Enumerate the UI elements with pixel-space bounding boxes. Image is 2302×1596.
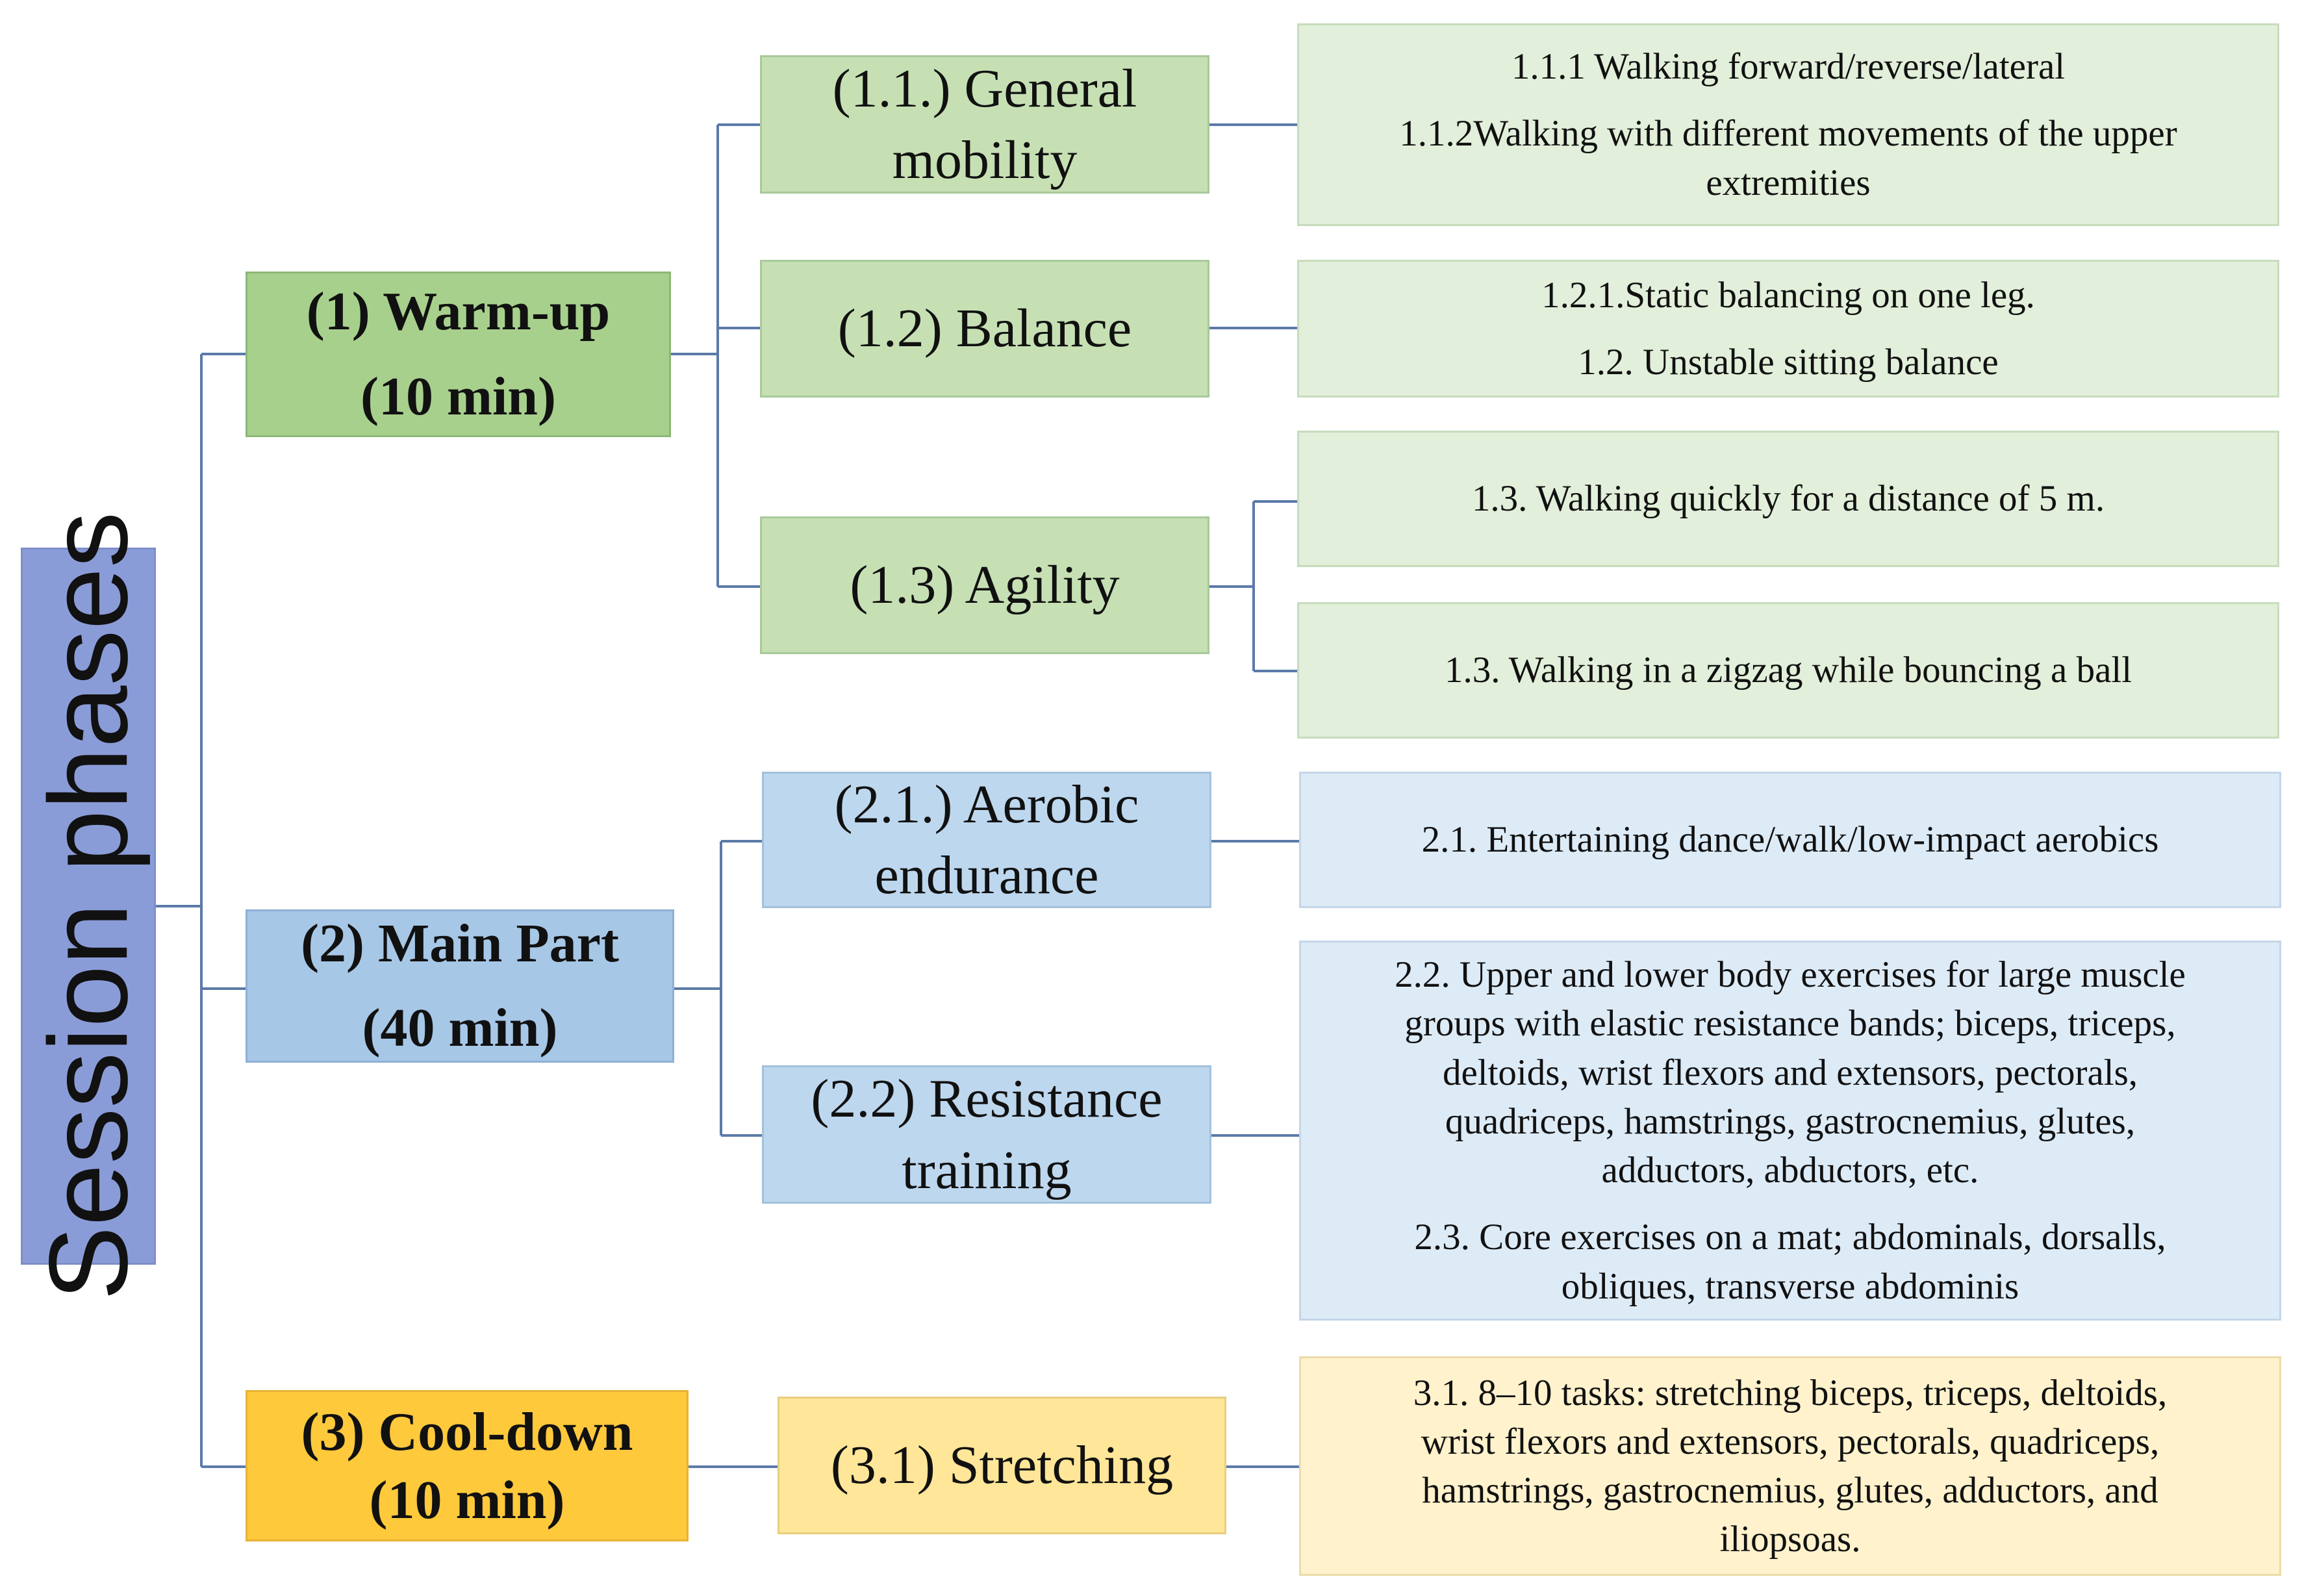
activity-balance: 1.2.1.Static balancing on one leg. 1.2. … bbox=[1297, 260, 2279, 398]
activity-aerobic-item1: 2.1. Entertaining dance/walk/low-impact … bbox=[1421, 819, 2159, 861]
activity-mobility-item2-line1: 1.1.2Walking with different movements of… bbox=[1399, 113, 2177, 155]
session-phases-root: Session phases bbox=[21, 512, 156, 1300]
activity-stretching-line2: wrist flexors and extensors, pectorals, … bbox=[1421, 1421, 2160, 1462]
phase-warmup: (1) Warm-up (10 min) bbox=[246, 272, 671, 437]
activity-mobility-item1: 1.1.1 Walking forward/reverse/lateral bbox=[1511, 46, 2066, 88]
component-general-mobility-line2: mobility bbox=[892, 129, 1078, 190]
activity-agility-b-item1: 1.3. Walking in a zigzag while bouncing … bbox=[1444, 650, 2132, 691]
phase-main-duration: (40 min) bbox=[362, 998, 558, 1058]
phase-cooldown-duration: (10 min) bbox=[369, 1469, 565, 1530]
phase-warmup-title: (1) Warm-up bbox=[306, 281, 611, 342]
activity-core-line2: obliques, transverse abdominis bbox=[1561, 1265, 2019, 1307]
activity-resistance: 2.2. Upper and lower body exercises for … bbox=[1299, 941, 2281, 1321]
activity-agility-zigzag: 1.3. Walking in a zigzag while bouncing … bbox=[1297, 602, 2279, 739]
activity-resistance-line3: deltoids, wrist flexors and extensors, p… bbox=[1442, 1052, 2138, 1093]
activity-agility-a-item1: 1.3. Walking quickly for a distance of 5… bbox=[1471, 478, 2105, 520]
activity-core-line1: 2.3. Core exercises on a mat; abdominals… bbox=[1414, 1217, 2166, 1258]
component-balance-line1: (1.2) Balance bbox=[837, 298, 1132, 359]
activity-balance-item2: 1.2. Unstable sitting balance bbox=[1578, 342, 1999, 383]
session-phases-label: Session phases bbox=[26, 511, 151, 1301]
component-resistance-line1: (2.2) Resistance bbox=[811, 1069, 1163, 1130]
activity-stretching-line3: hamstrings, gastrocnemius, glutes, adduc… bbox=[1422, 1470, 2158, 1511]
activity-resistance-line5: adductors, abductors, etc. bbox=[1601, 1150, 1979, 1191]
component-stretching-line1: (3.1) Stretching bbox=[830, 1435, 1174, 1496]
component-agility: (1.3) Agility bbox=[760, 516, 1209, 654]
activity-balance-item1: 1.2.1.Static balancing on one leg. bbox=[1541, 274, 2035, 316]
activity-mobility-item2-line2: extremities bbox=[1706, 162, 1871, 203]
component-general-mobility-line1: (1.1.) General bbox=[832, 58, 1137, 120]
activity-agility-quick-walk: 1.3. Walking quickly for a distance of 5… bbox=[1297, 431, 2279, 567]
activity-stretching: 3.1. 8–10 tasks: stretching biceps, tric… bbox=[1299, 1356, 2281, 1576]
activity-resistance-line1: 2.2. Upper and lower body exercises for … bbox=[1395, 954, 2186, 996]
component-balance: (1.2) Balance bbox=[760, 260, 1209, 398]
phase-cooldown-title: (3) Cool-down bbox=[301, 1401, 633, 1462]
activity-stretching-line4: iliopsoas. bbox=[1719, 1519, 1861, 1560]
component-stretching: (3.1) Stretching bbox=[778, 1397, 1226, 1534]
activity-mobility: 1.1.1 Walking forward/reverse/lateral 1.… bbox=[1297, 23, 2279, 226]
component-aerobic-endurance: (2.1.) Aerobic endurance bbox=[762, 772, 1211, 908]
component-resistance-line2: training bbox=[902, 1139, 1072, 1200]
phase-main-part: (2) Main Part (40 min) bbox=[246, 909, 674, 1063]
activity-stretching-line1: 3.1. 8–10 tasks: stretching biceps, tric… bbox=[1413, 1372, 2168, 1413]
activity-aerobic: 2.1. Entertaining dance/walk/low-impact … bbox=[1299, 772, 2281, 908]
activity-resistance-line2: groups with elastic resistance bands; bi… bbox=[1404, 1003, 2176, 1045]
component-aerobic-line2: endurance bbox=[874, 845, 1099, 906]
component-aerobic-line1: (2.1.) Aerobic bbox=[834, 774, 1139, 835]
phase-cooldown: (3) Cool-down (10 min) bbox=[246, 1390, 689, 1541]
activity-resistance-line4: quadriceps, hamstrings, gastrocnemius, g… bbox=[1445, 1100, 2136, 1142]
component-resistance-training: (2.2) Resistance training bbox=[762, 1065, 1211, 1204]
component-general-mobility: (1.1.) General mobility bbox=[760, 55, 1209, 194]
component-agility-line1: (1.3) Agility bbox=[850, 555, 1120, 616]
phase-main-title: (2) Main Part bbox=[301, 913, 619, 974]
phase-warmup-duration: (10 min) bbox=[360, 366, 556, 427]
